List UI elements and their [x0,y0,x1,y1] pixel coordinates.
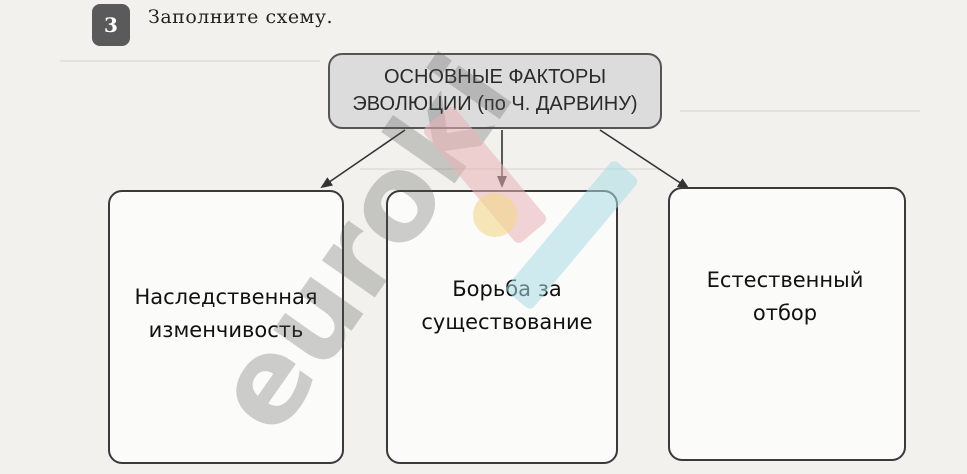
root-concept-box: ОСНОВНЫЕ ФАКТОРЫ ЭВОЛЮЦИИ (по Ч. ДАРВИНУ… [328,53,662,129]
answer-text-1: Наследственная изменчивость [106,281,346,346]
faint-background-line [60,60,320,62]
answer-3-line-1: Естественный [706,268,864,292]
answer-box-1 [108,190,344,464]
answer-text-2: Борьба за существование [396,273,618,338]
answer-3-line-2: отбор [752,300,818,325]
answer-2-line-2: существование [421,309,593,334]
answer-box-3 [668,187,906,461]
answer-2-line-1: Борьба за [452,277,562,301]
task-title: Заполните схему. [148,6,334,28]
answer-text-3: Естественный отбор [670,264,900,329]
task-number-badge: 3 [92,4,130,46]
root-concept-line-2: ЭВОЛЮЦИИ (по Ч. ДАРВИНУ) [352,93,638,115]
arrow-to-box-3 [599,129,690,190]
faint-background-line [680,110,920,112]
arrow-to-box-1 [320,129,406,189]
answer-1-line-1: Наследственная [134,285,318,309]
answer-1-line-2: изменчивость [148,317,304,342]
root-concept-line-1: ОСНОВНЫЕ ФАКТОРЫ [383,66,607,88]
